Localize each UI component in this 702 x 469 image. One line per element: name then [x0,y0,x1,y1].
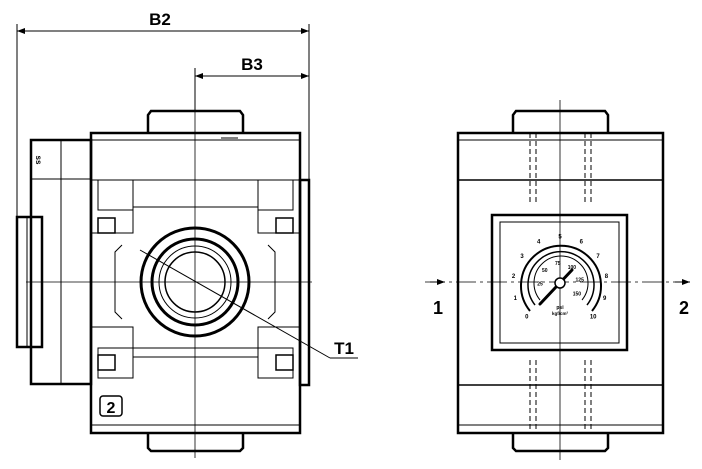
port-badge-label: 2 [107,400,116,417]
gauge-psi-tick-label: 25 [537,282,543,288]
side-view: 1 2 0 1 2 3 4 5 6 7 8 9 10 25 50 75 100 125 150 psikgf/cm… [425,100,690,460]
t1-label: T1 [334,339,354,358]
svg-text:ss: ss [34,156,43,165]
gauge-psi-tick-label: 100 [568,265,577,271]
port-badge [99,395,123,417]
gauge-bar-tick-label: 6 [580,240,584,246]
gauge-bar-tick-label: 3 [520,254,524,260]
gauge-psi-tick-label: 50 [542,268,548,274]
gauge-psi-tick-label: 150 [573,292,582,298]
gauge-bar-tick-label: 7 [596,254,600,260]
gauge-bar-tick-label: 2 [512,274,516,280]
gauge-bar-tick-label: 9 [603,296,607,302]
gauge-bar-tick-label: 8 [605,274,609,280]
gauge-bar-tick-label: 5 [558,235,562,241]
front-view: 2 ss [15,72,312,458]
b3-label: B3 [241,55,263,74]
gauge-bar-tick-label: 4 [537,240,541,246]
dimension-t1: T1 [139,249,358,359]
dimension-b2: B2 [16,10,310,217]
gauge-psi-tick-label: 75 [555,261,561,267]
gauge-psi-tick-label: 125 [576,277,585,283]
gauge-bar-tick-label: 10 [590,315,597,321]
dimension-b3: B3 [194,55,309,110]
b2-label: B2 [149,10,171,29]
outlet-port-label: 2 [679,298,689,318]
gauge-unit-psi: psi [556,305,564,311]
gauge-unit-kgf: kgf/cm² [552,311,569,316]
inlet-port-label: 1 [433,298,443,318]
gauge-bar-tick-label: 0 [525,315,529,321]
gauge-bar-tick-label: 1 [514,296,518,302]
